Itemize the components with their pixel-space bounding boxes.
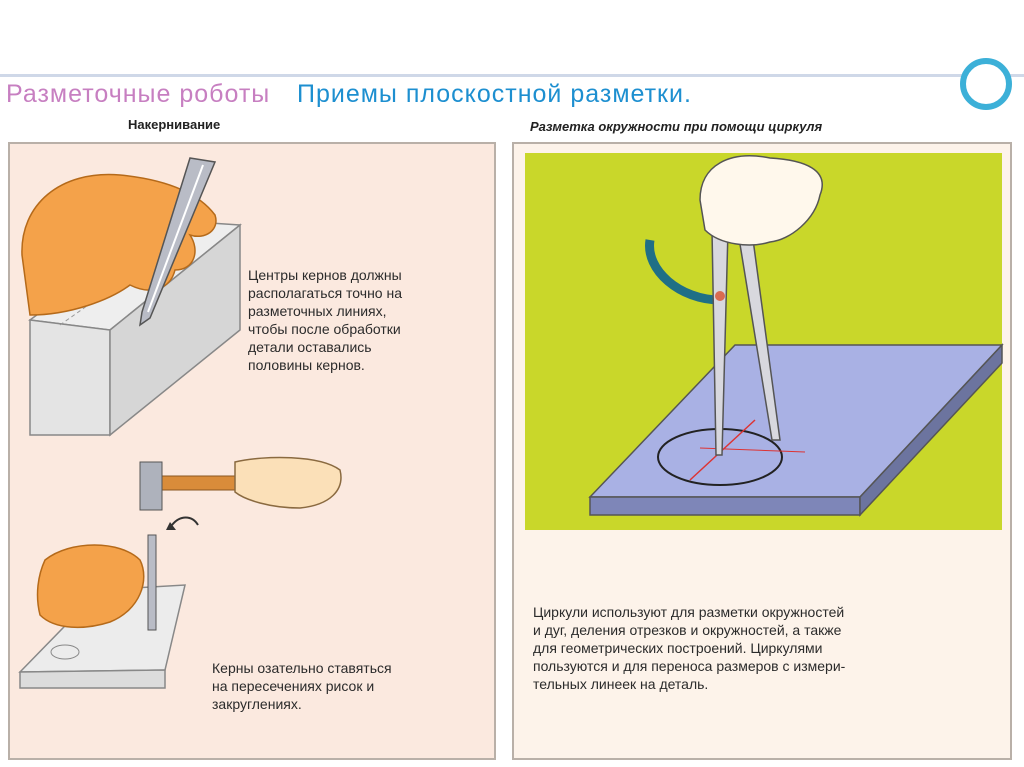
- metal-plate-icon: [590, 345, 1002, 515]
- punch-centers-note: Центры кернов должны располагаться точно…: [248, 266, 488, 374]
- compass-usage-note: Циркули используют для разметки окружнос…: [533, 603, 1003, 693]
- workpiece-plate-lower-icon: [20, 518, 198, 689]
- punch-intersections-note: Керны озательно ставяться на пересечения…: [212, 659, 492, 713]
- hammer-icon: [140, 457, 341, 510]
